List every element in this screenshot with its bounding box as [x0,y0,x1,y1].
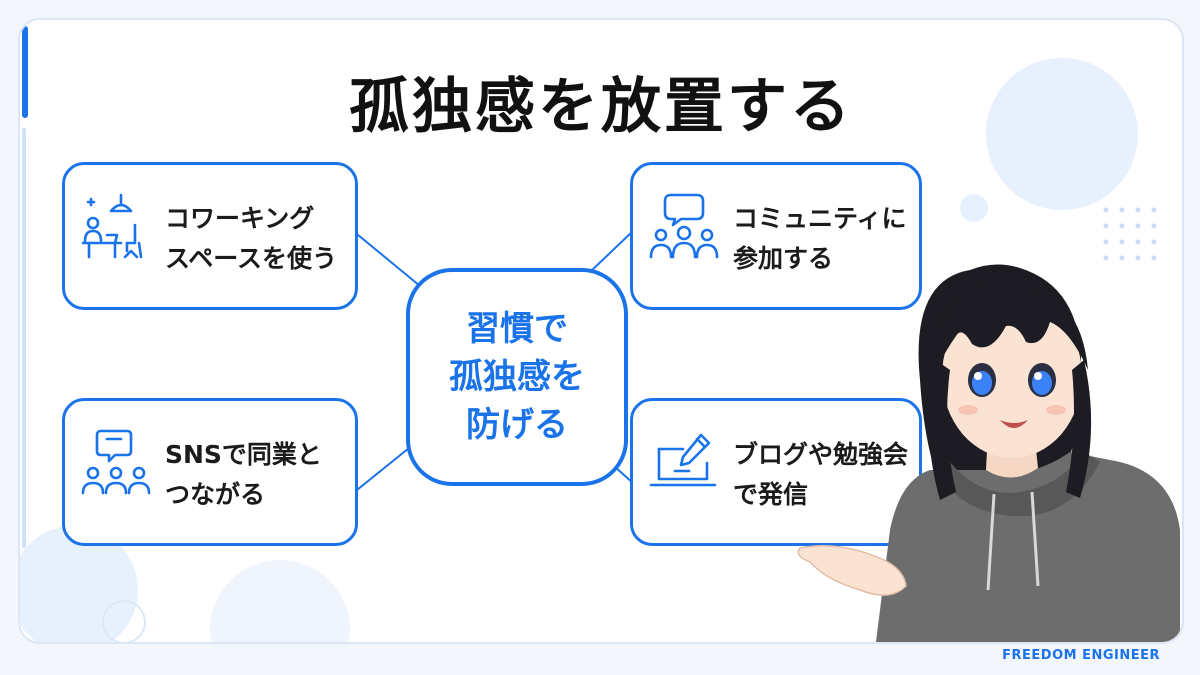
decor-ring [102,600,146,642]
box-line: コワーキング [165,204,315,233]
center-line: 防げる [466,405,568,445]
box-line: つながる [165,480,266,509]
hoodie-body [876,452,1180,642]
accent-bar-bottom [22,128,26,548]
box-blog: ブログや勉強会 で発信 [630,398,922,546]
sns-chat-group-icon [81,429,151,495]
hoodie-hood [936,452,1100,517]
hand [797,544,907,596]
box-line: SNSで同業と [165,440,322,469]
connector-bottom-left [351,443,415,495]
mouth [1000,420,1028,428]
decor-dot-grid [1103,207,1157,261]
decor-circle-top-right [986,58,1138,210]
box-coworking-label: コワーキング スペースを使う [165,199,337,279]
box-line: ブログや勉強会 [733,440,909,469]
center-line: 習慣で [466,309,568,349]
accent-bar-top [22,26,28,118]
center-node: 習慣で 孤独感を 防げる [406,268,628,486]
coworking-desk-icon [81,193,143,259]
community-group-icon [649,193,719,259]
box-sns-label: SNSで同業と つながる [165,435,322,515]
box-sns: SNSで同業と つながる [62,398,358,546]
box-coworking: コワーキング スペースを使う [62,162,358,310]
box-line: 参加する [733,244,834,273]
laptop-pen-icon [649,433,717,487]
arm-sleeve [898,528,966,590]
box-blog-label: ブログや勉強会 で発信 [733,435,908,515]
box-line: コミュニティに [733,204,907,233]
box-community: コミュニティに 参加する [630,162,922,310]
connector-top-right [589,229,635,273]
hair-bangs [935,283,1088,370]
decor-circle-small [960,194,988,222]
eyes [968,363,1056,397]
connector-top-left [351,229,421,287]
slide: 孤独感を放置する コワーキン [18,18,1184,644]
center-line: 孤独感を [449,357,585,397]
character-illustration [797,264,1180,642]
box-line: で発信 [733,480,809,509]
box-line: スペースを使う [165,244,338,273]
box-community-label: コミュニティに 参加する [733,199,907,279]
page-title: 孤独感を放置する [349,72,853,142]
brand-logo-text: FREEDOM ENGINEER [1002,648,1160,663]
